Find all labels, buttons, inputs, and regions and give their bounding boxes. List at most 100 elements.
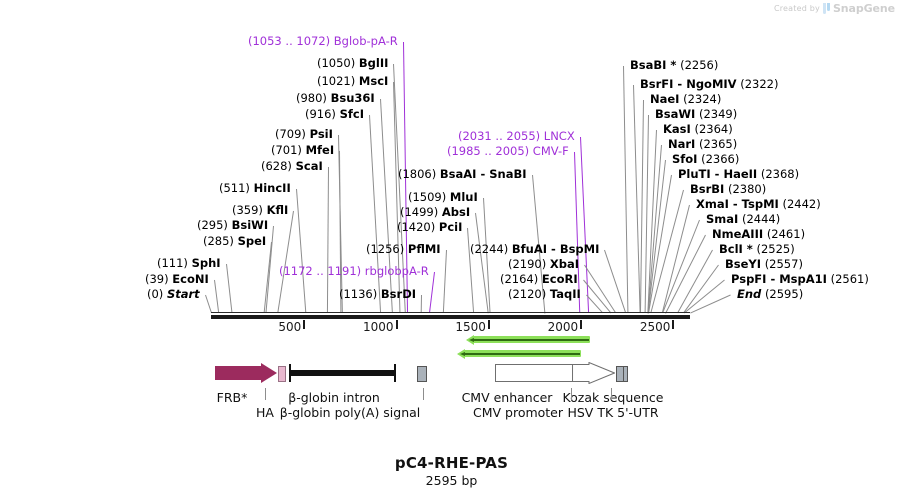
enzyme-site-label: (1420) PciI [397,220,463,234]
enzyme-leader-line [639,99,644,314]
primer-arrow [465,334,591,345]
enzyme-site-name: BsrBI [690,182,725,196]
enzyme-site-name: BsaBI * [630,58,677,72]
enzyme-site-position: (2561) [830,272,869,286]
enzyme-site-position: (2557) [764,257,803,271]
enzyme-site-position: (2244) [470,242,509,256]
enzyme-site-label: (980) Bsu36I [296,91,375,105]
enzyme-site-name: LNCX [543,129,575,143]
enzyme-site-label: XmaI - TspMI (2442) [696,197,821,211]
enzyme-site-name: SpeI [237,234,267,248]
enzyme-site-name: HincII [253,181,291,195]
ruler-tick-label: 1500 [455,320,486,334]
enzyme-site-label: (2031 .. 2055) LNCX [458,129,575,143]
primer-arrow-head-core [460,351,466,356]
enzyme-site-name: SphI [191,256,221,270]
enzyme-leader-line [214,279,220,314]
enzyme-site-position: (111) [157,256,188,270]
feature-connector-tick [265,388,266,400]
enzyme-site-name: ScaI [295,159,323,173]
enzyme-site-position: (2368) [760,167,800,181]
enzyme-site-position: (1136) [339,287,378,301]
feature-arrow-cmv [495,362,616,384]
enzyme-site-position: (295) [197,218,228,232]
enzyme-site-label: (709) PsiI [275,128,333,140]
enzyme-leader-line [226,263,233,314]
enzyme-site-label: (1021) MscI [317,74,389,88]
enzyme-site-label: (295) BsiWI [197,218,268,232]
enzyme-site-label: BsrFI - NgoMIV (2322) [640,78,778,90]
enzyme-site-name: NaeI [650,92,680,106]
enzyme-leader-line [380,98,393,314]
enzyme-site-name: MfeI [305,143,335,157]
enzyme-site-label: (511) HincII [219,181,291,195]
ruler-tick [303,320,306,329]
enzyme-site-name: EcoNI [172,272,209,286]
enzyme-site-name: PflMI [407,242,441,256]
enzyme-site-name: EcoRI [541,272,578,286]
feature-label: CMV promoter [472,405,564,420]
enzyme-leader-line [420,294,422,314]
enzyme-site-position: (2366) [701,152,740,166]
ruler-tick [580,320,583,329]
enzyme-site-label: (1499) AbsI [400,205,470,219]
enzyme-site-position: (1509) [408,190,447,204]
enzyme-site-label: (285) SpeI [203,234,267,248]
enzyme-site-position: (2380) [727,182,767,196]
feature-label: FRB* [216,390,248,405]
enzyme-leader-line [369,114,382,314]
enzyme-site-name: PciI [438,220,463,234]
enzyme-leader-line [467,227,475,314]
enzyme-site-position: (1499) [400,205,439,219]
enzyme-site-label: BsaBI * (2256) [630,58,719,72]
enzyme-site-name: PspFI - MspA1I [731,272,827,286]
ruler-tick-label: 500 [278,320,302,334]
enzyme-site-name: SfoI [672,152,698,166]
enzyme-site-label: (2190) XbaI [508,258,579,270]
enzyme-site-position: (916) [305,107,336,121]
enzyme-site-label: (2120) TaqII [508,287,581,301]
enzyme-site-position: (2365) [699,137,738,151]
enzyme-site-label: (1050) BglII [317,57,388,69]
enzyme-site-label: (111) SphI [157,256,221,270]
enzyme-site-label: (1053 .. 1072) Bglob-pA-R [248,35,398,47]
enzyme-site-position: (2442) [782,197,821,211]
enzyme-site-name: KasI [663,122,691,136]
primer-arrow-core [472,338,590,341]
enzyme-site-position: (980) [296,91,327,105]
enzyme-site-name: TaqII [549,287,581,301]
enzyme-site-position: (2031 .. 2055) [458,129,541,143]
enzyme-site-position: (2256) [680,58,719,72]
primer-arrow [457,348,582,359]
enzyme-site-position: (2595) [764,287,804,301]
enzyme-site-label: BclI * (2525) [719,243,795,255]
primer-leader-line [429,271,435,314]
enzyme-site-position: (2120) [508,287,547,301]
enzyme-site-name: MscI [358,74,389,88]
feature-connector-tick [571,388,572,400]
primer-arrow-head-core [468,337,474,342]
enzyme-site-position: (2461) [766,227,806,241]
enzyme-site-position: (1806) [398,167,437,181]
enzyme-leader-line [277,210,294,314]
enzyme-leader-line [604,249,627,314]
enzyme-site-name: MluI [449,190,478,204]
enzyme-site-position: (0) [147,287,164,301]
page-title: pC4-RHE-PAS [394,454,509,472]
enzyme-site-label: (1985 .. 2005) CMV-F [447,144,569,158]
enzyme-site-label: (1509) MluI [408,190,478,204]
enzyme-site-label: (916) SfcI [305,107,364,121]
ruler-tick-label: 1000 [363,320,394,334]
enzyme-site-name: CMV-F [532,144,569,158]
enzyme-site-name: KflI [266,203,289,217]
enzyme-site-position: (285) [203,234,234,248]
enzyme-site-label: BseYI (2557) [725,257,803,271]
enzyme-site-label: (1806) BsaAI - SnaBI [398,167,527,181]
enzyme-site-label: SmaI (2444) [706,213,780,225]
snapgene-watermark: Created by SnapGene [774,2,895,15]
ruler-tick-label: 2500 [639,320,671,334]
enzyme-site-label: (701) MfeI [271,143,335,157]
enzyme-site-position: (1985 .. 2005) [447,144,530,158]
enzyme-site-label: BsaWI (2349) [655,108,737,120]
enzyme-site-position: (2324) [683,92,722,106]
